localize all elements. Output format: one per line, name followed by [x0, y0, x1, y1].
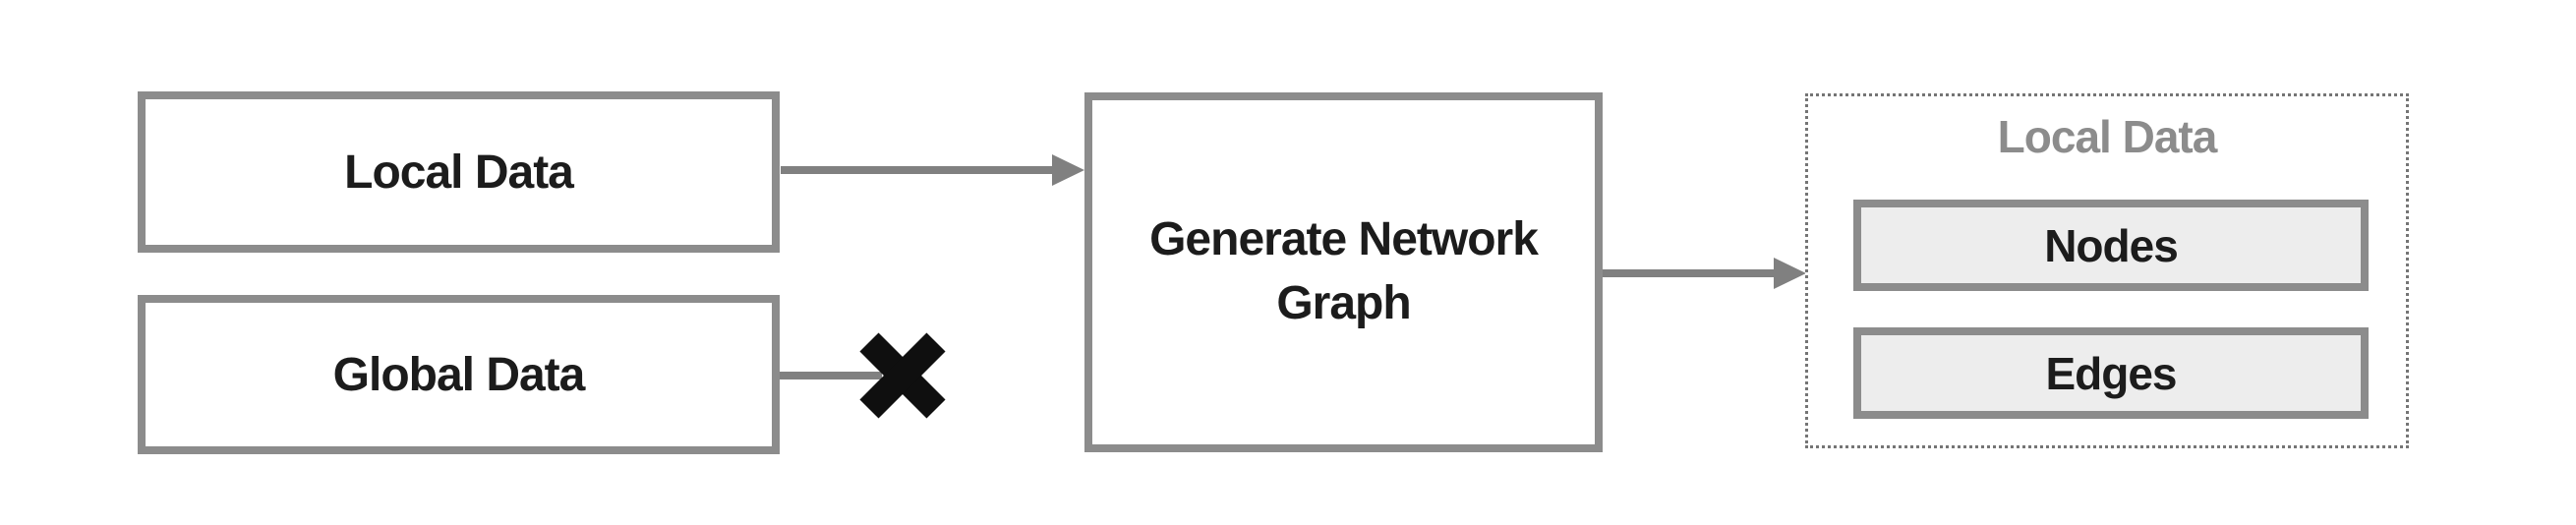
blocked-connector-line	[780, 372, 882, 379]
output-local-data-group: Local Data Nodes Edges	[1805, 93, 2409, 448]
edges-label: Edges	[2045, 347, 2177, 399]
x-mark-icon	[859, 332, 946, 419]
global-data-label: Global Data	[332, 348, 586, 401]
arrow-local-to-generate	[781, 154, 1084, 186]
global-data-box: Global Data	[138, 295, 780, 454]
generate-label-line1: Generate Network	[1149, 213, 1539, 266]
arrow-generate-to-output	[1603, 258, 1806, 289]
generate-label-line2: Graph	[1276, 277, 1411, 329]
nodes-box: Nodes	[1853, 200, 2369, 291]
local-data-box: Local Data	[138, 91, 780, 253]
nodes-label: Nodes	[2044, 219, 2179, 271]
generate-network-graph-box: Generate Network Graph	[1084, 92, 1603, 452]
local-data-label: Local Data	[344, 146, 574, 199]
edges-box: Edges	[1853, 327, 2369, 419]
output-group-title: Local Data	[1997, 111, 2218, 162]
